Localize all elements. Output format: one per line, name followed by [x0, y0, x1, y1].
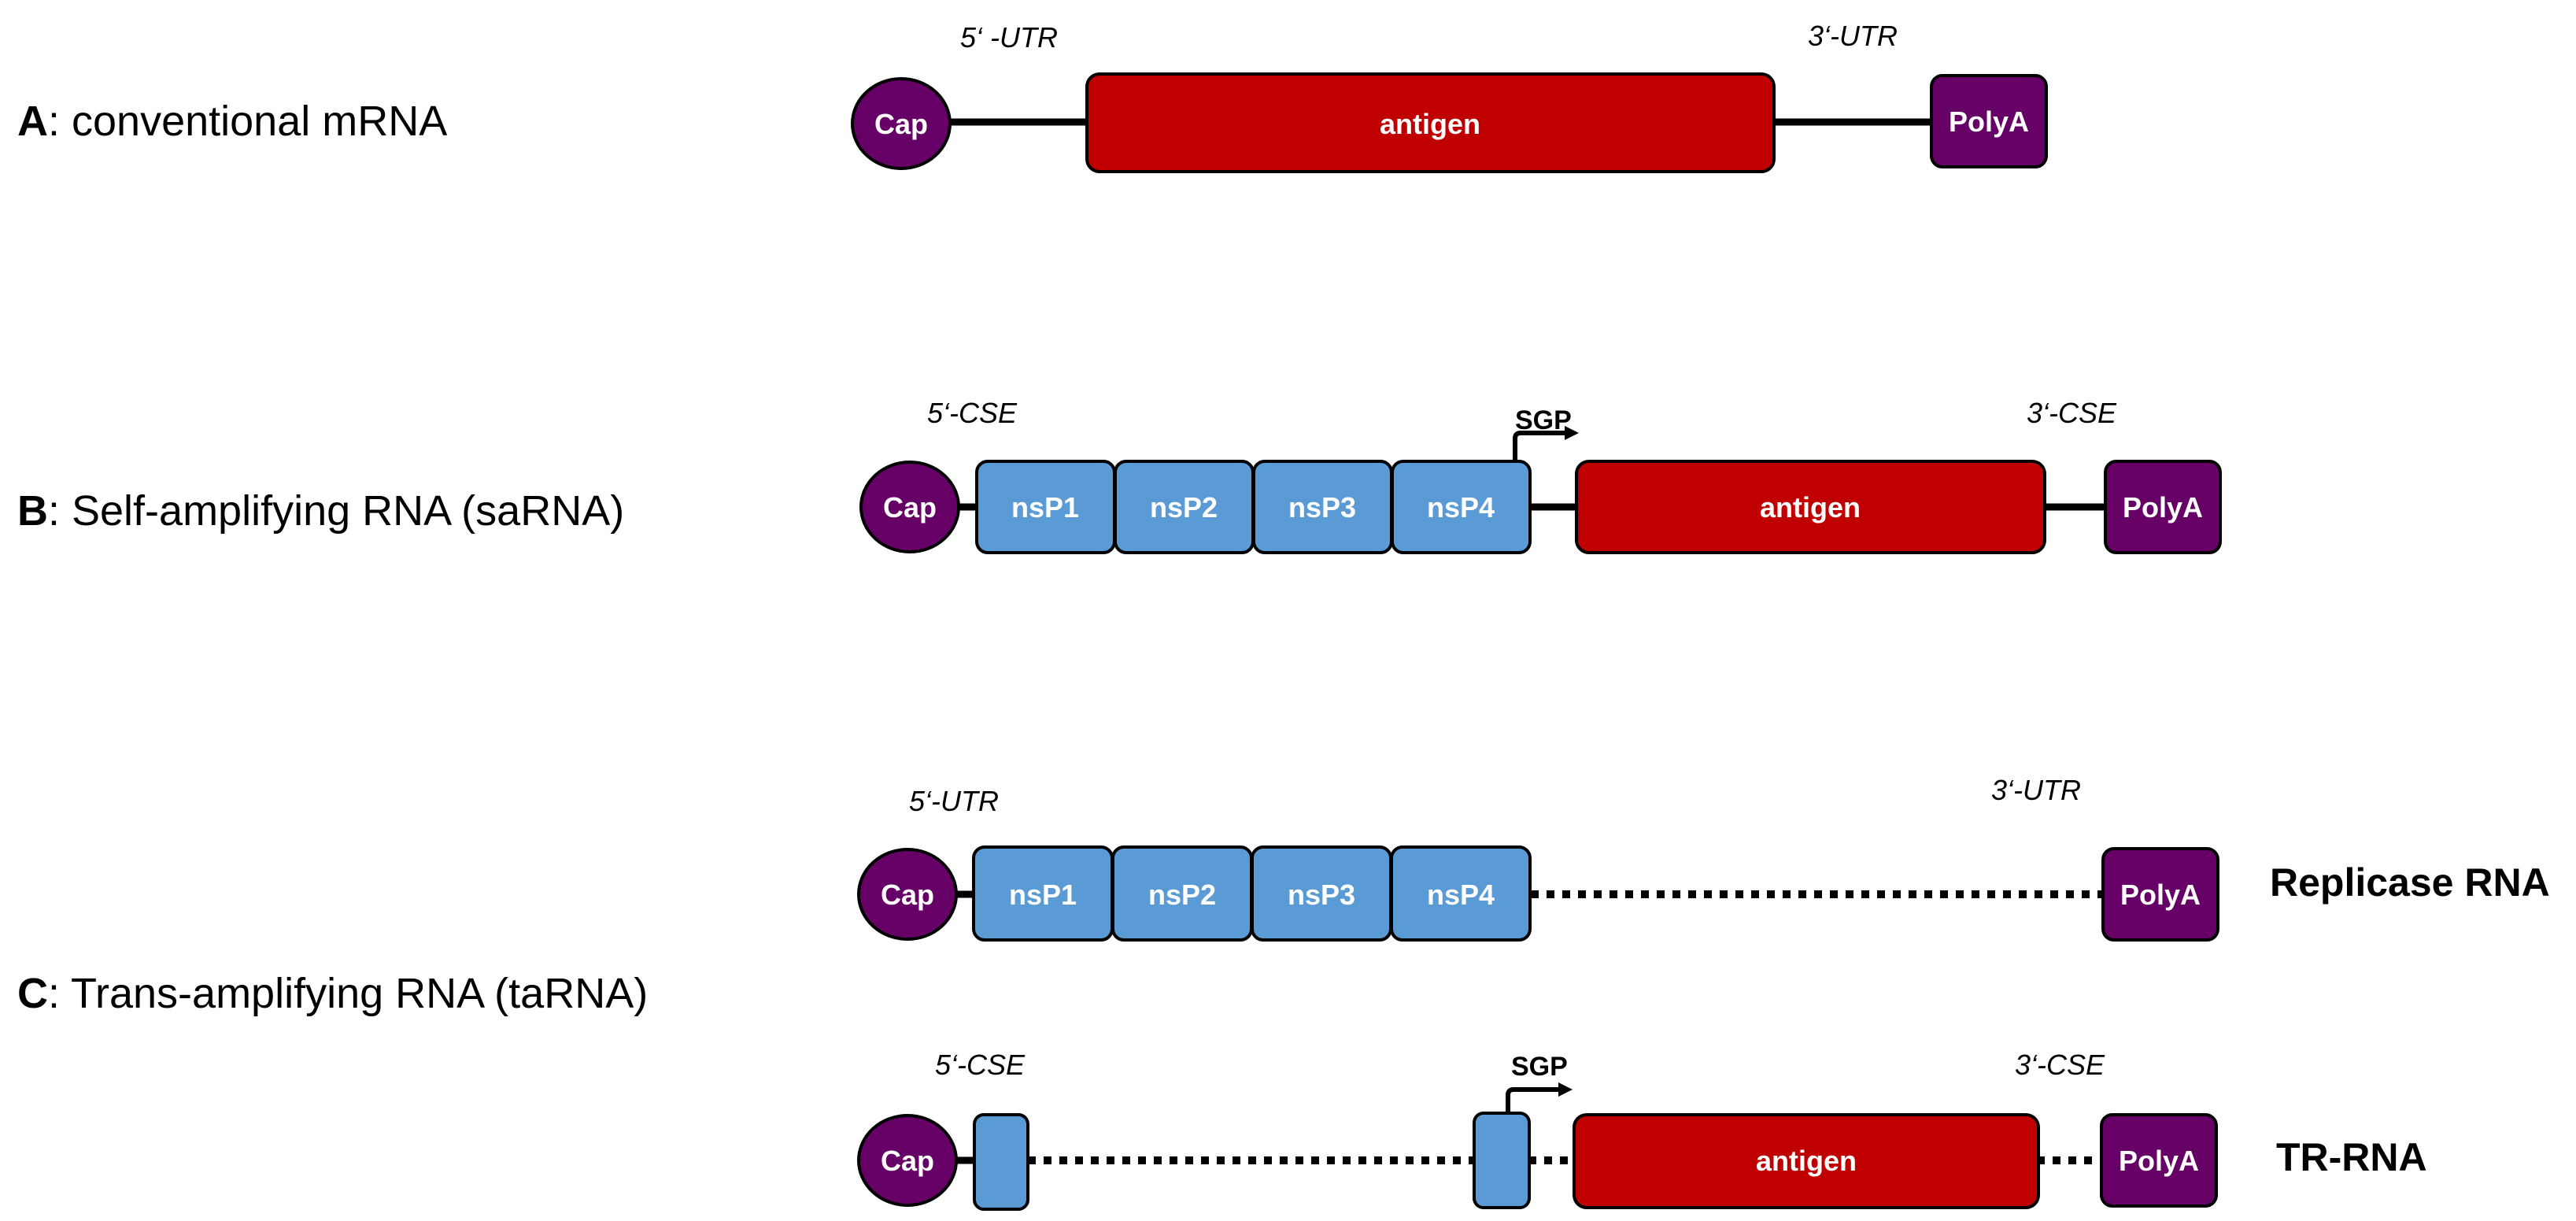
replicase-nsp4 [1390, 845, 1532, 942]
row-b-nsp1-label: nsP1 [1011, 491, 1079, 524]
replicase-nsp3-label: nsP3 [1288, 879, 1355, 911]
row-c-title-text: : Trans-amplifying RNA (taRNA) [48, 970, 648, 1017]
row-b-sgp-arrowhead-icon [1565, 426, 1579, 440]
row-b-antigen [1575, 460, 2046, 554]
replicase-polya-label: PolyA [2120, 879, 2201, 911]
row-a-antigen-label: antigen [1380, 108, 1480, 140]
tr-polya-label: PolyA [2119, 1145, 2199, 1177]
replicase-rna-construct: Cap nsP1 nsP2 nsP3 nsP4 PolyA Replicase … [857, 774, 2550, 942]
tr-sgp-arrowhead-icon [1558, 1082, 1573, 1097]
tr-polya [2100, 1113, 2218, 1208]
replicase-nsp2-label: nsP2 [1148, 879, 1216, 911]
row-c-title: C: Trans-amplifying RNA (taRNA) [17, 970, 648, 1017]
tr-3cse-label: 3‘-CSE [2015, 1049, 2105, 1081]
row-b-sarna: B: Self-amplifying RNA (saRNA) Cap nsP1 … [17, 397, 2222, 554]
row-b-5cse-label: 5‘-CSE [927, 397, 1018, 429]
row-b-cap-label: Cap [883, 491, 937, 524]
row-b-title: B: Self-amplifying RNA (saRNA) [17, 487, 624, 535]
row-b-nsp4-label: nsP4 [1427, 491, 1495, 524]
row-b-polya [2104, 460, 2222, 554]
tr-rna-name: TR-RNA [2276, 1135, 2427, 1179]
replicase-nsp4-label: nsP4 [1427, 879, 1495, 911]
replicase-cap [857, 848, 958, 941]
row-a-3utr-label: 3‘-UTR [1808, 20, 1898, 52]
tr-sgp-element [1473, 1112, 1531, 1209]
replicase-cap-label: Cap [881, 879, 934, 911]
tr-5cse-element [973, 1113, 1029, 1211]
tr-sgp-label: SGP [1511, 1052, 1568, 1082]
row-b-nsp3-label: nsP3 [1288, 491, 1356, 524]
tr-5cse-label: 5‘-CSE [935, 1049, 1026, 1081]
row-b-title-text: : Self-amplifying RNA (saRNA) [48, 487, 624, 535]
row-a-polya-label: PolyA [1949, 105, 2029, 138]
row-a-cap [851, 77, 952, 170]
row-b-polya-label: PolyA [2123, 491, 2203, 524]
tr-antigen-label: antigen [1756, 1145, 1857, 1177]
row-b-antigen-label: antigen [1760, 491, 1861, 524]
row-c-letter: C [17, 970, 48, 1017]
replicase-nsp1-label: nsP1 [1009, 879, 1077, 911]
row-a-5utr-label: 5‘ -UTR [960, 21, 1058, 54]
row-a-letter: A [17, 98, 48, 145]
row-b-nsp4 [1391, 460, 1532, 554]
row-a-polya [1930, 74, 2048, 168]
replicase-3utr-label: 3‘-UTR [1991, 774, 2081, 806]
tr-cap-label: Cap [881, 1145, 934, 1177]
replicase-5utr-label: 5‘-UTR [909, 785, 999, 817]
tr-rna-construct: Cap antigen PolyA SGP TR-RNA 5‘-CSE 3‘-C… [857, 1049, 2427, 1211]
tr-cap [857, 1114, 958, 1207]
tr-antigen [1573, 1113, 2040, 1209]
row-b-3cse-label: 3‘-CSE [2027, 397, 2117, 429]
row-a-title: A: conventional mRNA [17, 98, 447, 145]
row-b-sgp-arrow-icon [1513, 431, 1566, 461]
row-b-sgp-label: SGP [1515, 405, 1572, 435]
tr-sgp-arrow-icon [1506, 1087, 1560, 1113]
replicase-rna-name: Replicase RNA [2270, 860, 2550, 905]
row-c-tarna: C: Trans-amplifying RNA (taRNA) Cap nsP1… [17, 774, 2550, 1211]
row-b-letter: B [17, 487, 48, 535]
row-a-title-text: : conventional mRNA [48, 98, 447, 145]
row-a-antigen [1085, 72, 1776, 173]
row-b-nsp2-label: nsP2 [1150, 491, 1218, 524]
row-b-cap [859, 461, 960, 553]
row-a-conventional-mrna: A: conventional mRNA Cap antigen PolyA 5… [17, 20, 2048, 173]
replicase-polya [2101, 847, 2219, 942]
row-a-cap-label: Cap [874, 108, 928, 140]
